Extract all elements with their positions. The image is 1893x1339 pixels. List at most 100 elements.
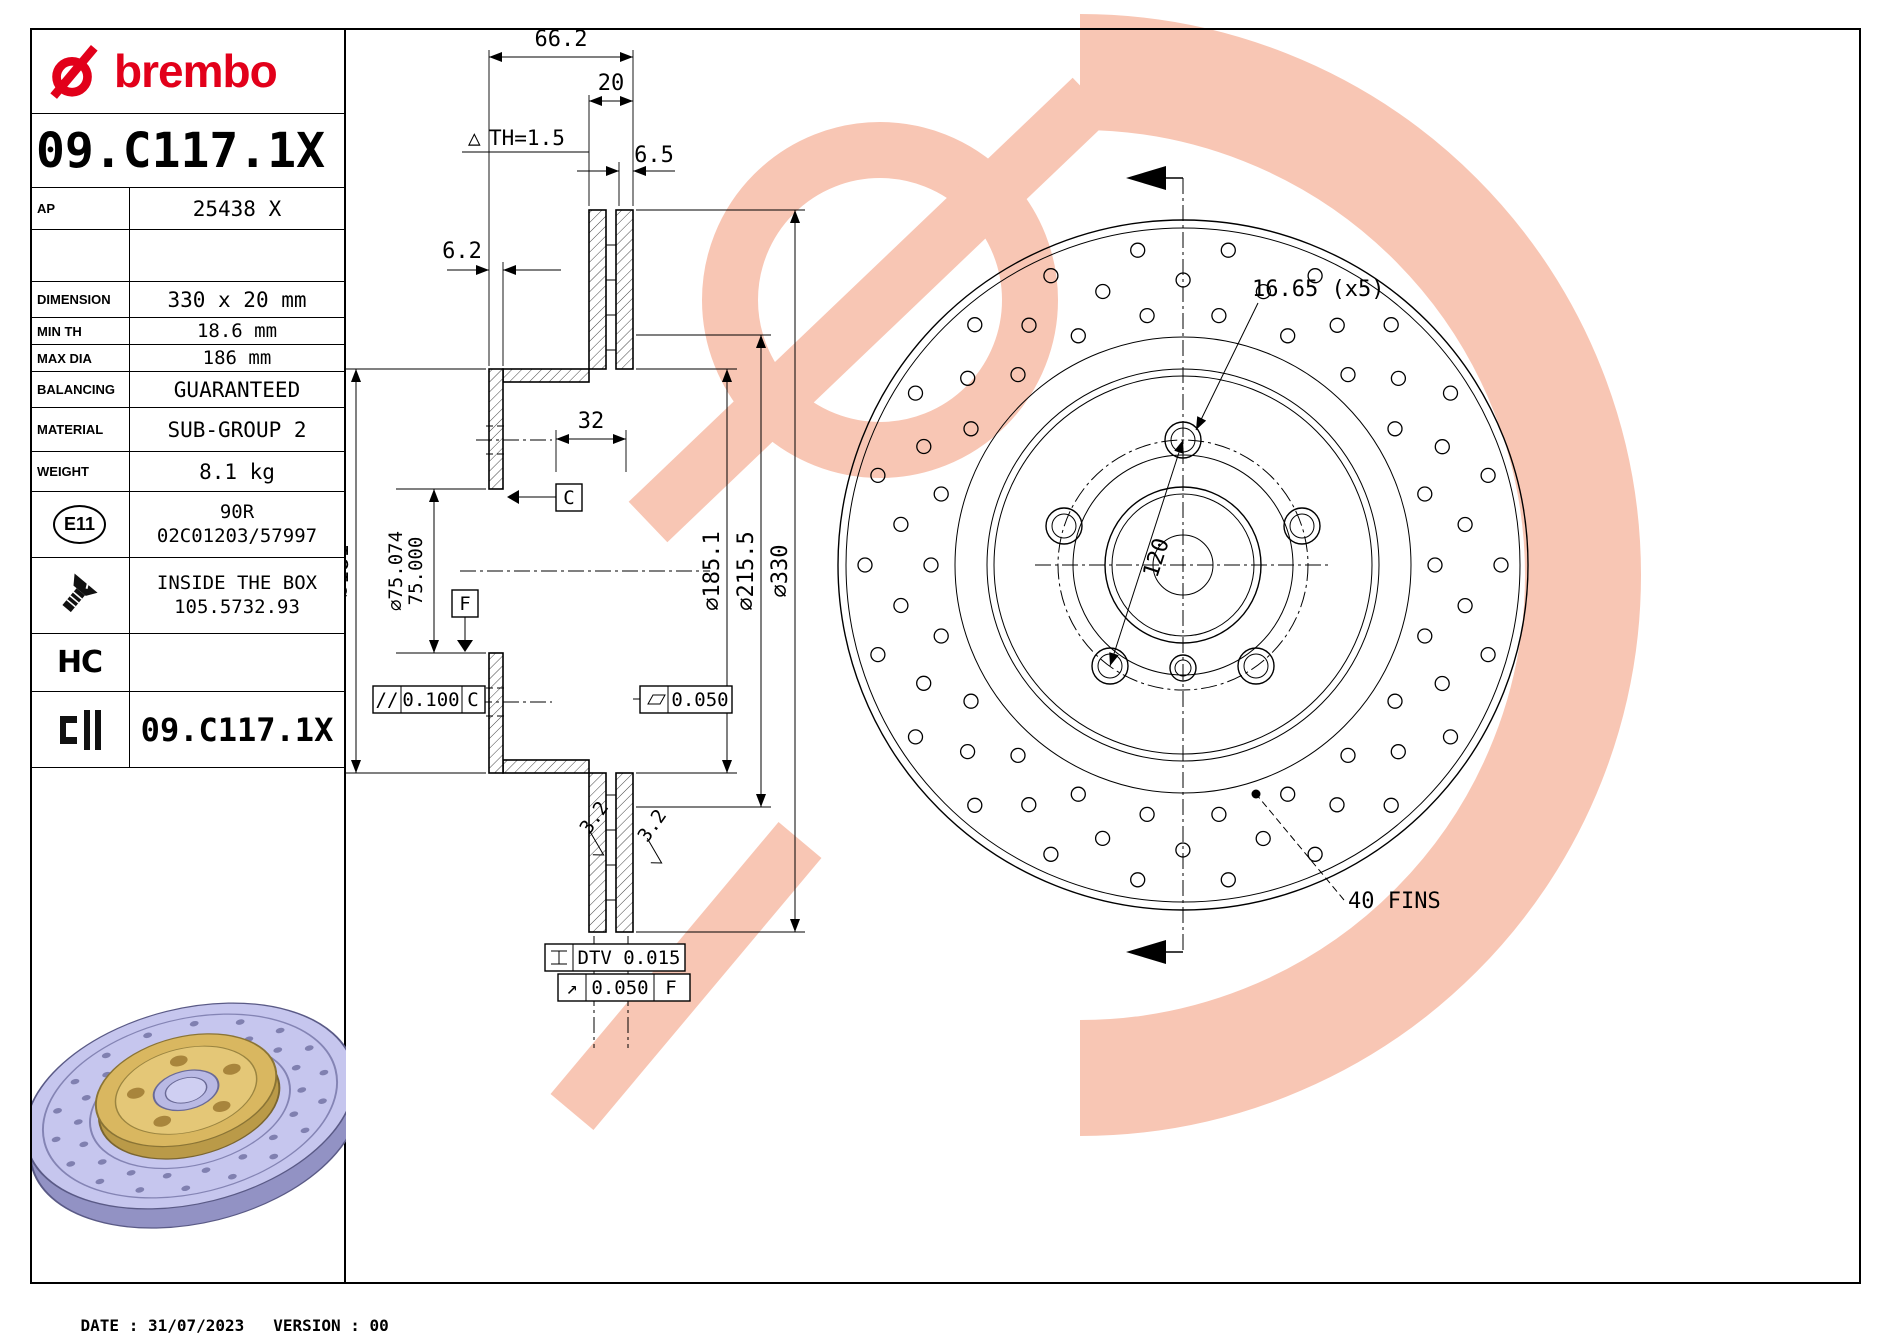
drill-hole (1417, 628, 1433, 644)
min-th-label: MIN TH (30, 318, 130, 344)
datum-f-label: F (459, 593, 470, 615)
drill-hole (1130, 872, 1146, 888)
drill-hole (181, 1185, 191, 1192)
drill-hole (923, 557, 939, 573)
homologation-line2: 02C01203/57997 (156, 524, 318, 547)
weight-value: 8.1 kg (199, 459, 275, 484)
drill-hole (97, 1159, 107, 1165)
drill-hole (1442, 729, 1459, 745)
drill-hole (1139, 307, 1155, 324)
drill-hole (1390, 370, 1407, 387)
drill-hole (1139, 806, 1155, 823)
dim-hat-wall: 6.2 (442, 239, 482, 264)
drill-hole (1329, 317, 1345, 333)
drill-hole (1010, 366, 1026, 383)
spacer-label (30, 230, 130, 281)
bolt-hole-dimension: 16.65 (x5) (1252, 277, 1384, 302)
homologation-line1: 90R (219, 500, 255, 523)
material-row: MATERIAL SUB-GROUP 2 (30, 408, 344, 452)
part-number-row: 09.C117.1X (30, 114, 344, 188)
drill-hole (201, 1167, 211, 1173)
cross-section-view (460, 209, 710, 933)
fins-label: 40 FINS (1348, 889, 1441, 914)
drill-hole (1280, 328, 1296, 344)
view-arrow-top (1126, 166, 1166, 190)
bottom-tolerance-stack: DTV 0.015 ↗ 0.050 F (544, 936, 691, 1048)
drill-hole (1220, 242, 1236, 258)
watermark-ring (702, 122, 1058, 478)
dim-pad-offset: 6.5 (634, 143, 674, 168)
min-th-value: 18.6 mm (196, 320, 278, 342)
part-number: 09.C117.1X (36, 122, 325, 179)
drill-hole (143, 1032, 153, 1039)
drill-hole (1427, 557, 1443, 573)
drill-hole (1280, 786, 1296, 802)
drill-hole (1434, 675, 1450, 692)
balancing-label: BALANCING (30, 372, 130, 407)
drill-hole (1387, 693, 1403, 709)
hat-wall-section (502, 368, 590, 383)
drill-hole (66, 1161, 76, 1167)
material-label: MATERIAL (30, 408, 130, 451)
inside-box-line2: 105.5732.93 (174, 595, 300, 618)
spec-sidebar: brembo 09.C117.1X AP 25438 X DIMENSION 3… (30, 28, 346, 1282)
spacer-value (130, 230, 344, 281)
drill-hole (1493, 557, 1509, 573)
max-dia-label: MAX DIA (30, 345, 130, 371)
drill-hole (162, 1172, 172, 1179)
drill-hole (893, 597, 909, 614)
weight-row: WEIGHT 8.1 kg (30, 452, 344, 492)
drill-hole (916, 438, 932, 455)
dim-bore-upper: ⌀75.074 (385, 531, 407, 611)
brake-disc-icon (59, 709, 101, 750)
ap-value: 25438 X (192, 196, 282, 221)
hat-face-section (488, 368, 504, 490)
drill-hole (275, 1027, 285, 1034)
drill-hole (73, 1119, 83, 1125)
drill-hole (870, 646, 886, 663)
dimension-value: 330 x 20 mm (167, 287, 307, 312)
drill-hole (300, 1127, 310, 1134)
drill-hole (1255, 830, 1271, 847)
drill-hole (1383, 797, 1399, 813)
section-dimensions: 66.2 20 △ TH=1.5 6.5 6.2 32 ⌀181 ⌀75.074… (329, 27, 805, 1048)
drill-hole (101, 1052, 111, 1059)
datum-c: C (507, 483, 583, 512)
drill-hole (1457, 516, 1473, 533)
view-arrow-bottom (1126, 940, 1166, 964)
drill-hole (1480, 646, 1496, 663)
drill-hole (963, 421, 979, 437)
drill-hole (916, 675, 932, 691)
min-th-row: MIN TH 18.6 mm (30, 318, 344, 345)
drill-hole (1043, 268, 1059, 284)
dimension-row: DIMENSION 330 x 20 mm (30, 282, 344, 318)
brand-row: brembo (30, 28, 344, 114)
homologation-row: E11 90R 02C01203/57997 (30, 492, 344, 558)
drill-hole (1442, 385, 1459, 401)
drill-holes (857, 242, 1509, 888)
hat-wall-section (502, 759, 590, 774)
runout-symbol: ↗ (566, 977, 577, 999)
bolt-hole-callout: 16.65 (x5) (1195, 277, 1384, 431)
footer-date-version: DATE : 31/07/2023 VERSION : 00 (80, 1316, 389, 1335)
hc-cell: HC (30, 634, 130, 691)
drill-hole (238, 1154, 248, 1160)
plate-section (615, 209, 634, 370)
drill-hole (1070, 328, 1086, 344)
product-photo (30, 1002, 346, 1229)
runout-datum: F (665, 977, 676, 999)
dim-bore-lower: 75.000 (405, 537, 427, 606)
dim-dia-band-inner: ⌀215.5 (734, 531, 759, 610)
drill-hole (960, 370, 976, 386)
drill-hole (1021, 797, 1037, 813)
parallelism-frame: // 0.100 C (372, 685, 486, 714)
drill-hole (933, 486, 949, 502)
drill-hole (1220, 872, 1236, 888)
hc-row: HC (30, 634, 344, 692)
drill-hole (53, 1108, 62, 1114)
disc-part-row: 09.C117.1X (30, 692, 344, 768)
screw-icon (61, 572, 98, 612)
photo-drill-dots (51, 1019, 329, 1193)
dim-inner-depth: 32 (578, 409, 605, 434)
ap-row: AP 25438 X (30, 188, 344, 230)
